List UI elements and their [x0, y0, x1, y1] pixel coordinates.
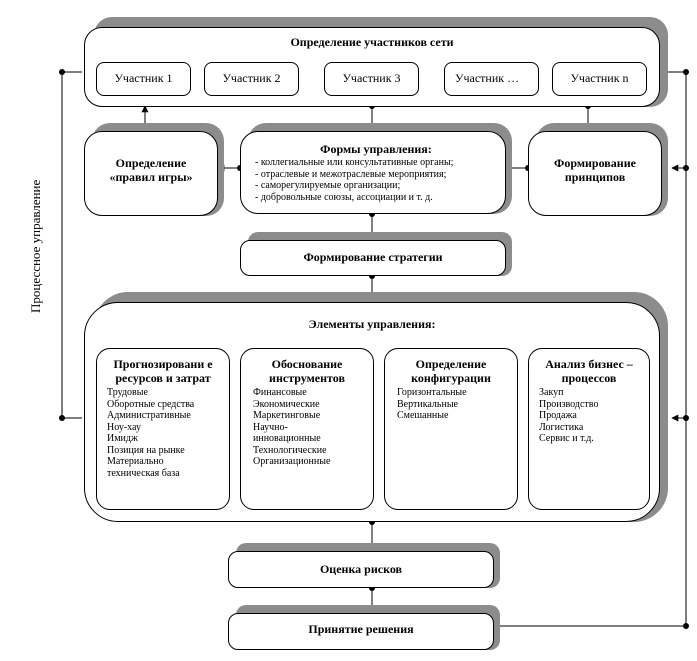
column-item: Продажа [539, 410, 577, 421]
elements-column-configuration: Определение конфигурации Горизонтальные … [384, 348, 518, 510]
principles-block: Формирование принципов [528, 131, 662, 216]
column-item: Имидж [107, 433, 138, 444]
elements-column-instruments: Обоснование инструментов Финансовые Экон… [240, 348, 374, 510]
junction-dot [59, 415, 65, 421]
participants-title: Определение участников сети [290, 35, 454, 49]
junction-dot [683, 415, 689, 421]
column-item: Закуп [539, 387, 564, 398]
decision-block: Принятие решения [228, 613, 494, 650]
left-loop-line [61, 71, 82, 419]
column-item: Административные [107, 410, 191, 421]
forms-item: - коллегиальные или консультативные орга… [255, 157, 454, 168]
risks-block: Оценка рисков [228, 551, 494, 588]
column-item: Сервис и т.д. [539, 433, 594, 444]
forms-title: Формы управления: [320, 142, 432, 156]
column-item: Смешанные [397, 410, 449, 421]
column-item: Ноу-хау [107, 421, 141, 433]
elements-column-processes: Анализ бизнес – процессов Закуп Производ… [528, 348, 650, 510]
column-item: Горизонтальные [397, 387, 467, 398]
column-item: Позиция на рынке [107, 444, 185, 456]
column-title: Анализ бизнес – процессов [545, 357, 633, 385]
column-item: Технологические [253, 444, 327, 456]
forms-item: - саморегулируемые организации; [255, 180, 401, 191]
decision-title: Принятие решения [308, 622, 414, 636]
column-title: Прогнозировани е ресурсов и затрат [113, 357, 213, 385]
column-title: Определение конфигурации [411, 357, 491, 385]
participant-1: Участник 1 [96, 62, 191, 96]
participant-4: Участник … [444, 62, 539, 96]
strategy-block: Формирование стратегии [240, 240, 506, 276]
column-item: Организационные [253, 456, 331, 467]
column-item: Материально техническая база [107, 456, 180, 479]
forms-block: Формы управления: - коллегиальные или ко… [240, 131, 506, 214]
risks-title: Оценка рисков [319, 562, 403, 576]
column-item: Научно-инновационные [253, 421, 321, 445]
elements-column-resources: Прогнозировани е ресурсов и затрат Трудо… [96, 348, 230, 510]
participant-2: Участник 2 [204, 62, 299, 96]
right-loop-line [497, 71, 687, 627]
junction-dot [59, 69, 65, 75]
column-item: Логистика [539, 421, 584, 433]
junction-dot [683, 165, 689, 171]
column-item: Экономические [253, 398, 320, 410]
rules-title: Определение «правил игры» [109, 156, 193, 184]
rules-block: Определение «правил игры» [84, 131, 218, 216]
strategy-title: Формирование стратегии [303, 250, 443, 264]
column-item: Финансовые [253, 387, 307, 398]
column-item: Оборотные средства [107, 398, 195, 410]
column-item: Трудовые [107, 387, 148, 398]
forms-item: - добровольные союзы, ассоциации и т. д. [255, 191, 433, 203]
column-item: Производство [539, 398, 599, 410]
participant-3: Участник 3 [324, 62, 419, 96]
column-item: Вертикальные [397, 398, 458, 410]
junction-dot [683, 69, 689, 75]
junction-dot [683, 623, 689, 629]
forms-item: - отраслевые и межотраслевые мероприятия… [255, 168, 447, 180]
principles-title: Формирование принципов [554, 156, 636, 184]
elements-title: Элементы управления: [308, 317, 436, 331]
column-title: Обоснование инструментов [269, 357, 345, 385]
participant-n: Участник n [552, 62, 647, 96]
column-item: Маркетинговые [253, 410, 321, 421]
